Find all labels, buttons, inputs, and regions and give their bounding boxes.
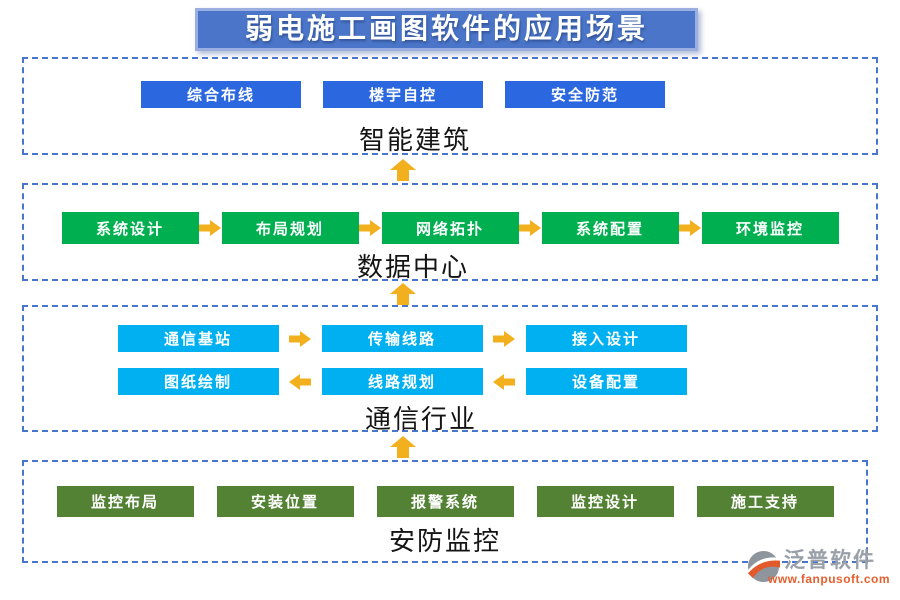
flow-step-button[interactable]: 监控布局 bbox=[56, 486, 194, 517]
fanpu-logo-icon bbox=[746, 549, 781, 589]
fanpu-logo: 泛普软件 www.fanpusoft.com bbox=[746, 549, 890, 589]
flow-step-button[interactable]: 图纸绘制 bbox=[117, 368, 279, 395]
section-intelligent-building: 综合布线楼宇自控安全防范智能建筑 bbox=[22, 57, 878, 156]
up-arrow-icon bbox=[390, 283, 416, 305]
section-label: 安防监控 bbox=[388, 527, 501, 557]
up-arrow-icon bbox=[390, 436, 416, 458]
arrow-left-icon bbox=[279, 373, 322, 390]
up-arrow-icon bbox=[390, 159, 416, 181]
logo-text: 泛普软件 bbox=[784, 549, 876, 572]
button-row: 系统设计布局规划网络拓扑系统配置环境监控 bbox=[24, 212, 876, 244]
section-security: 监控布局安装位置报警系统监控设计施工支持安防监控 bbox=[22, 460, 868, 563]
button-row: 通信基站 传输线路 接入设计 bbox=[0, 325, 828, 352]
flow-step-button[interactable]: 线路规划 bbox=[321, 368, 483, 395]
flow-step-button[interactable]: 网络拓扑 bbox=[381, 212, 519, 244]
flow-step-button[interactable]: 通信基站 bbox=[117, 325, 279, 352]
button-row: 综合布线楼宇自控安全防范 bbox=[0, 81, 829, 108]
flow-step-button[interactable]: 布局规划 bbox=[221, 212, 359, 244]
section-label: 数据中心 bbox=[356, 253, 469, 283]
arrow-right-icon bbox=[359, 220, 382, 236]
flow-step-button[interactable]: 系统配置 bbox=[541, 212, 679, 244]
arrow-right-icon bbox=[519, 220, 542, 236]
button-row: 监控布局安装位置报警系统监控设计施工支持 bbox=[24, 486, 866, 517]
arrow-right-icon bbox=[483, 330, 526, 347]
flow-step-button[interactable]: 监控设计 bbox=[536, 486, 674, 517]
section-data-center: 系统设计布局规划网络拓扑系统配置环境监控数据中心 bbox=[22, 183, 878, 283]
flow-step-button[interactable]: 传输线路 bbox=[321, 325, 483, 352]
flow-step-button[interactable]: 报警系统 bbox=[376, 486, 514, 517]
flow-step-button[interactable]: 接入设计 bbox=[525, 325, 687, 352]
arrow-right-icon bbox=[279, 330, 322, 347]
section-label: 通信行业 bbox=[364, 405, 477, 435]
section-label: 智能建筑 bbox=[358, 126, 471, 156]
arrow-right-icon bbox=[679, 220, 702, 236]
button-row: 图纸绘制 线路规划 设备配置 bbox=[0, 368, 828, 395]
flow-step-button[interactable]: 综合布线 bbox=[141, 81, 301, 108]
flow-step-button[interactable]: 系统设计 bbox=[61, 212, 199, 244]
flow-step-button[interactable]: 楼宇自控 bbox=[323, 81, 483, 108]
flow-step-button[interactable]: 环境监控 bbox=[701, 212, 839, 244]
section-telecom: 通信基站 传输线路 接入设计图纸绘制 线路规划 设备配置通信行业 bbox=[22, 305, 878, 435]
flow-step-button[interactable]: 安全防范 bbox=[505, 81, 665, 108]
flow-step-button[interactable]: 安装位置 bbox=[216, 486, 354, 517]
page-title: 弱电施工画图软件的应用场景 bbox=[195, 8, 698, 51]
flow-step-button[interactable]: 设备配置 bbox=[525, 368, 687, 395]
flow-step-button[interactable]: 施工支持 bbox=[696, 486, 834, 517]
logo-url: www.fanpusoft.com bbox=[768, 572, 891, 586]
arrow-left-icon bbox=[483, 373, 526, 390]
arrow-right-icon bbox=[199, 220, 222, 236]
